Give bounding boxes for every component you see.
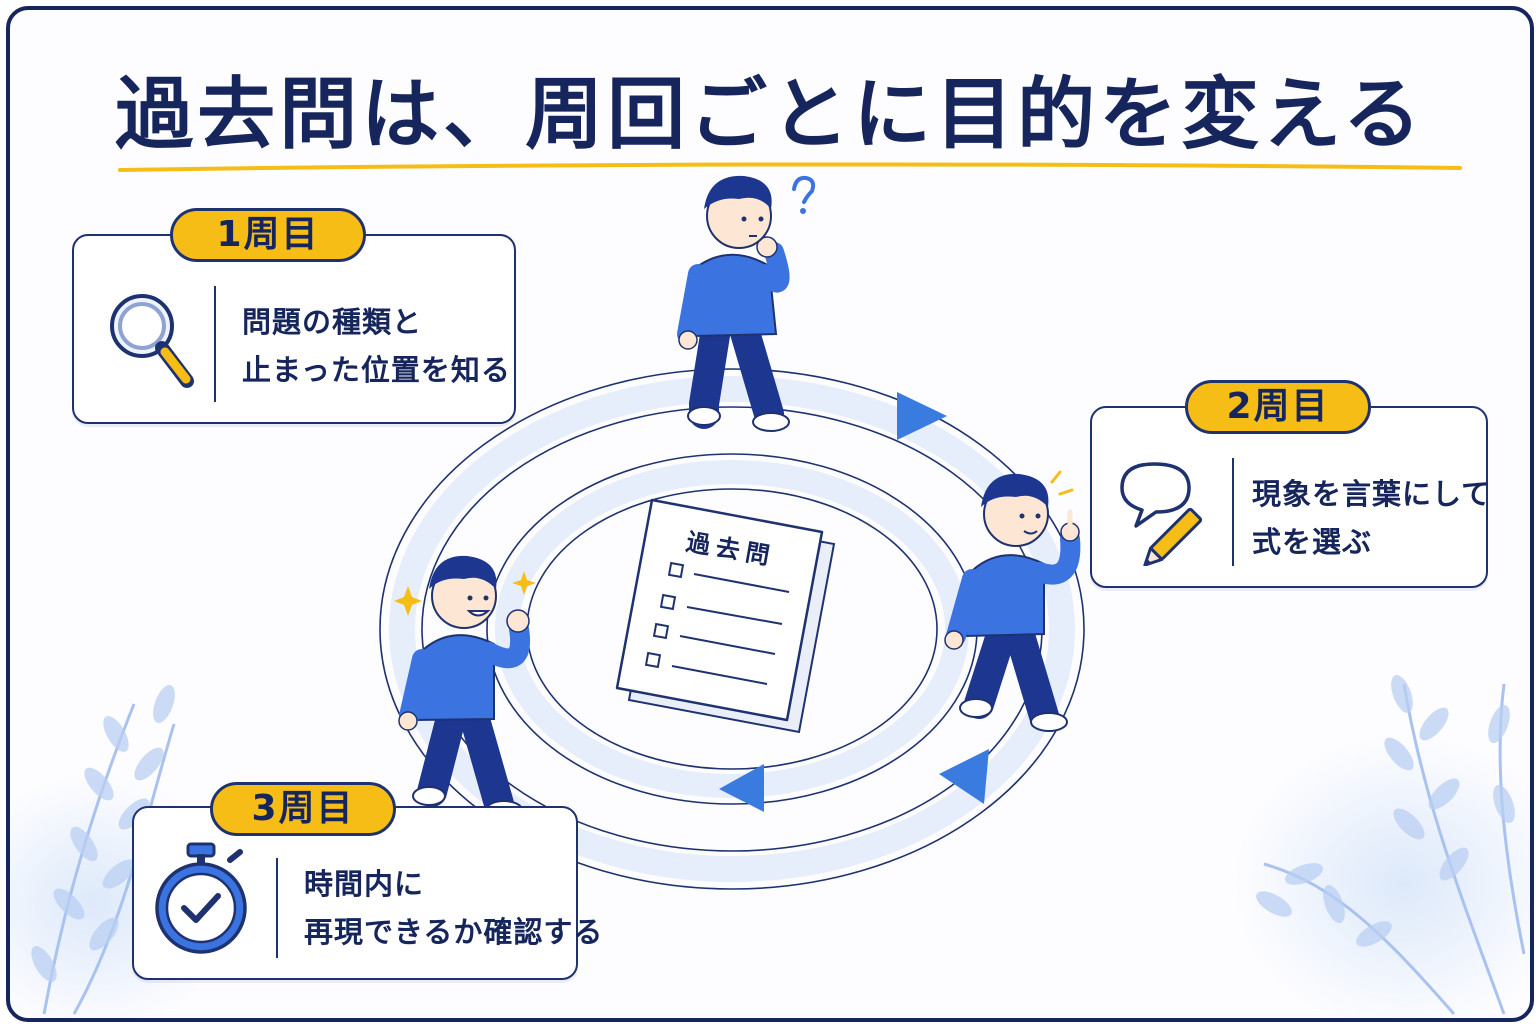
direction-arrow-icon <box>897 392 947 440</box>
lap2-card: 現象を言葉にして 式を選ぶ <box>1090 406 1491 588</box>
title-underline <box>118 162 1462 172</box>
lap1-card: 問題の種類と 止まった位置を知る <box>72 234 516 424</box>
lap2-description: 現象を言葉にして 式を選ぶ <box>1252 470 1491 566</box>
lap3-badge: 3周目 <box>210 782 396 836</box>
stopwatch-icon <box>155 842 247 954</box>
lap1-description: 問題の種類と 止まった位置を知る <box>242 298 511 394</box>
lap3-line2: 再現できるか確認する <box>304 915 604 949</box>
foliage-right <box>1234 672 1530 1018</box>
card-divider <box>1232 458 1234 566</box>
speech-bubble-pencil-icon <box>1120 462 1203 566</box>
infographic-frame: 過去問は、周回ごとに目的を変える <box>6 6 1534 1022</box>
card-divider <box>214 286 216 402</box>
lap1-line1: 問題の種類と <box>242 305 423 339</box>
student-lap1-thinking <box>677 175 790 432</box>
lap1-badge: 1周目 <box>170 208 366 262</box>
page-title: 過去問は、周回ごとに目的を変える <box>115 70 1425 160</box>
question-mark-icon <box>792 175 816 214</box>
direction-arrow-icon <box>939 749 989 804</box>
past-exam-document-icon <box>615 498 836 734</box>
magnifier-icon <box>110 294 194 388</box>
lap2-line2: 式を選ぶ <box>1252 525 1373 559</box>
student-lap2-idea <box>944 473 1081 732</box>
lap3-line1: 時間内に <box>304 867 425 901</box>
lap3-description: 時間内に 再現できるか確認する <box>304 860 603 956</box>
lap1-line2: 止まった位置を知る <box>242 353 511 387</box>
card-divider <box>276 858 278 958</box>
direction-arrow-icon <box>719 764 764 812</box>
lap2-line1: 現象を言葉にして <box>1252 477 1492 511</box>
lap2-badge: 2周目 <box>1185 380 1371 434</box>
sparkle-icon <box>394 571 536 616</box>
spark-lines-icon <box>1050 470 1074 496</box>
student-lap3-confident <box>398 555 531 820</box>
